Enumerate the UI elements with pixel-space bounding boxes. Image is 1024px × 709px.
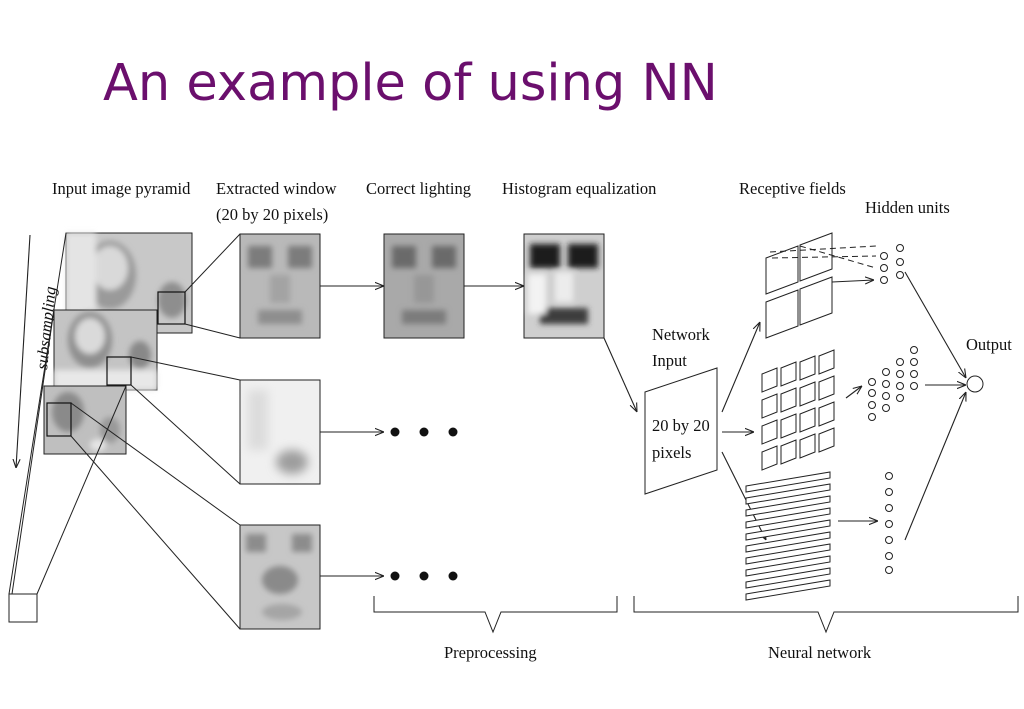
hidden-unit bbox=[910, 346, 918, 354]
hidden-unit bbox=[882, 368, 890, 376]
hidden-unit bbox=[868, 378, 876, 386]
receptive-field-cell bbox=[780, 413, 797, 439]
hidden-unit bbox=[868, 389, 876, 397]
hidden-unit bbox=[868, 401, 876, 409]
receptive-fields-stripes bbox=[745, 471, 831, 601]
input-image-pyramid bbox=[8, 232, 193, 623]
hidden-unit bbox=[896, 394, 904, 402]
hidden-unit bbox=[896, 382, 904, 390]
hidden-unit bbox=[885, 488, 893, 496]
hidden-unit bbox=[868, 413, 876, 421]
neural-network-brace bbox=[633, 596, 1019, 634]
hidden-unit bbox=[885, 536, 893, 544]
hidden-unit bbox=[882, 404, 890, 412]
receptive-field-cell bbox=[799, 381, 816, 407]
hidden-unit bbox=[885, 552, 893, 560]
label-extracted-window: Extracted window bbox=[216, 179, 337, 198]
network-input-plane bbox=[644, 367, 718, 495]
receptive-field-cell bbox=[818, 401, 835, 427]
hidden-unit bbox=[910, 382, 918, 390]
hidden-unit bbox=[910, 370, 918, 378]
hidden-unit bbox=[910, 358, 918, 366]
preprocessing-brace bbox=[373, 596, 618, 634]
hidden-units-group-2 bbox=[868, 346, 918, 421]
hidden-unit bbox=[885, 520, 893, 528]
histogram-equalized-window bbox=[523, 233, 605, 339]
receptive-field-cell bbox=[761, 367, 778, 393]
label-receptive-fields: Receptive fields bbox=[739, 179, 846, 198]
hidden-unit bbox=[885, 504, 893, 512]
receptive-field-cell bbox=[799, 433, 816, 459]
hidden-units-group-3 bbox=[885, 472, 893, 574]
hidden-unit bbox=[885, 472, 893, 480]
label-correct-lighting: Correct lighting bbox=[366, 179, 471, 198]
hidden-unit bbox=[882, 380, 890, 388]
extracted-window-2 bbox=[239, 379, 321, 485]
hidden-unit bbox=[882, 392, 890, 400]
receptive-field-stripe bbox=[745, 543, 831, 565]
receptive-field-cell bbox=[761, 419, 778, 445]
extracted-window-3 bbox=[239, 524, 321, 630]
output-unit bbox=[966, 375, 984, 393]
hidden-units-group-1 bbox=[880, 244, 904, 284]
receptive-field-stripe bbox=[745, 471, 831, 493]
label-network: Network bbox=[652, 325, 710, 344]
receptive-field-cell bbox=[818, 375, 835, 401]
hidden-unit bbox=[896, 358, 904, 366]
label-output: Output bbox=[966, 335, 1012, 354]
receptive-field-cell bbox=[818, 427, 835, 453]
receptive-field-cell bbox=[799, 407, 816, 433]
receptive-field-cell bbox=[780, 361, 797, 387]
label-hidden-units: Hidden units bbox=[865, 198, 950, 217]
receptive-fields-quadrants bbox=[765, 232, 877, 339]
label-input-size: 20 by 20 bbox=[652, 416, 710, 435]
label-window-size: (20 by 20 pixels) bbox=[216, 205, 328, 224]
receptive-field-cell bbox=[799, 355, 816, 381]
receptive-field-cell bbox=[780, 439, 797, 465]
label-input-pyramid: Input image pyramid bbox=[52, 179, 191, 198]
ellipsis-row-2 bbox=[390, 571, 458, 581]
label-preprocessing: Preprocessing bbox=[444, 643, 537, 662]
receptive-field-cell bbox=[780, 387, 797, 413]
receptive-field-stripe bbox=[745, 483, 831, 505]
receptive-field-stripe bbox=[745, 555, 831, 577]
ellipsis-row-1 bbox=[390, 427, 458, 437]
receptive-field-cell bbox=[761, 445, 778, 471]
correct-lighting-window bbox=[383, 233, 465, 339]
receptive-field-cell bbox=[818, 349, 835, 375]
receptive-field-stripe bbox=[745, 495, 831, 517]
label-input: Input bbox=[652, 351, 687, 370]
hidden-unit bbox=[885, 566, 893, 574]
receptive-field-stripe bbox=[745, 507, 831, 529]
label-input-pixels: pixels bbox=[652, 443, 691, 462]
receptive-field-stripe bbox=[745, 567, 831, 589]
receptive-field-stripe bbox=[745, 579, 831, 601]
hidden-unit bbox=[896, 370, 904, 378]
receptive-field-stripe bbox=[745, 519, 831, 541]
label-histogram-equalization: Histogram equalization bbox=[502, 179, 656, 198]
label-neural-network: Neural network bbox=[768, 643, 872, 662]
slide-title: An example of using NN bbox=[103, 54, 718, 113]
receptive-field-stripe bbox=[745, 531, 831, 553]
receptive-field-cell bbox=[761, 393, 778, 419]
extracted-window-1 bbox=[239, 233, 321, 339]
receptive-fields-grid bbox=[761, 349, 835, 471]
